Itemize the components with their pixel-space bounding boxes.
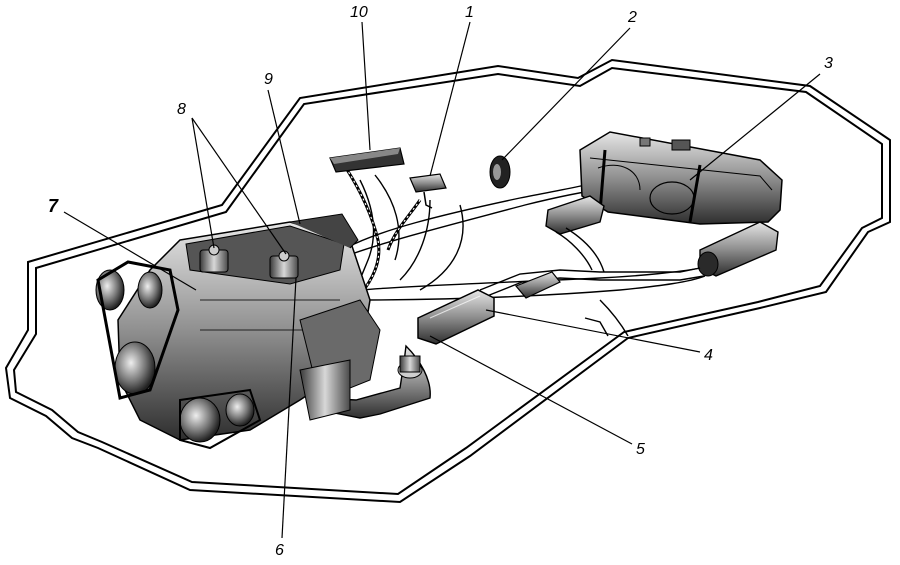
- car-body-outline: [4, 58, 891, 504]
- callout-7: 7: [48, 196, 59, 216]
- callout-1: 1: [465, 4, 474, 21]
- callout-10: 10: [350, 4, 368, 21]
- wiring-harness: [344, 167, 422, 296]
- callout-2: 2: [628, 9, 637, 26]
- callout-8: 8: [177, 101, 186, 118]
- sensor-disc: [489, 155, 511, 189]
- callout-3: 3: [824, 55, 833, 72]
- resonator: [545, 195, 605, 235]
- callout-4: 4: [704, 347, 713, 364]
- rear-muffler: [697, 221, 779, 277]
- relay-module: [409, 173, 447, 209]
- fuel-tank: [579, 131, 783, 225]
- leader-lines: [63, 21, 821, 539]
- accessory-drive: [95, 260, 262, 450]
- catalytic-converter: [417, 271, 561, 345]
- exhaust-pipe: [479, 227, 705, 299]
- ecu-module: [329, 147, 405, 173]
- callout-6: 6: [275, 542, 284, 559]
- callout-5: 5: [636, 441, 645, 458]
- callout-9: 9: [264, 71, 273, 88]
